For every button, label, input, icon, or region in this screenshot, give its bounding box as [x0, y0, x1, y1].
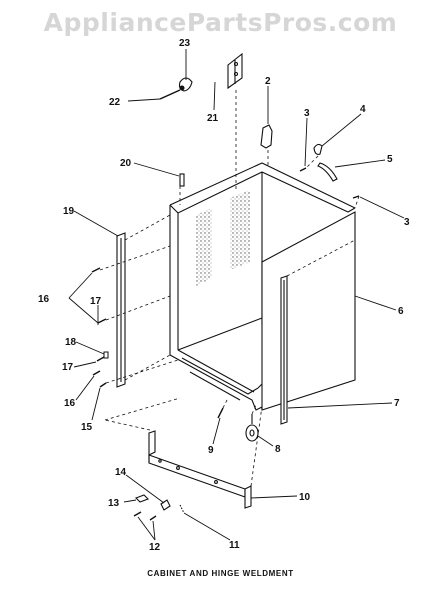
callout-18: 18	[65, 337, 77, 348]
callout-21: 21	[207, 113, 219, 124]
part-19-front-strip	[116, 232, 126, 388]
callout-3b: 3	[404, 217, 410, 228]
part-12-screw-a	[133, 511, 142, 517]
part-2-clip	[260, 124, 273, 149]
callout-22: 22	[109, 97, 121, 108]
part-4-fastener	[313, 143, 323, 155]
leader-lines	[68, 49, 405, 541]
callout-14: 14	[115, 467, 127, 478]
callout-7: 7	[394, 398, 400, 409]
callout-13: 13	[108, 498, 120, 509]
part-7-trim-strip	[280, 275, 288, 425]
callout-6: 6	[398, 306, 404, 317]
callout-2: 2	[265, 76, 271, 87]
cabinet-body	[169, 162, 356, 411]
callout-12: 12	[149, 542, 161, 553]
callout-16b: 16	[64, 398, 76, 409]
callout-4: 4	[360, 104, 366, 115]
hinge-bracket	[227, 52, 243, 90]
part-10-base-bracket	[148, 430, 252, 509]
callout-5: 5	[387, 154, 393, 165]
assembly-lines	[99, 90, 360, 487]
part-11-wire	[179, 504, 185, 514]
callout-8: 8	[275, 444, 281, 455]
callout-11: 11	[229, 540, 240, 551]
part-13-bracket	[135, 494, 149, 503]
part-8-caster	[245, 414, 259, 442]
part-12-screw-b	[149, 515, 157, 521]
callout-17b: 17	[62, 362, 74, 373]
callout-15: 15	[81, 422, 93, 433]
part-3-screw-right	[352, 195, 360, 199]
diagram-caption: CABINET AND HINGE WELDMENT	[147, 569, 294, 578]
part-23-hinge-pin	[159, 77, 193, 100]
part-20-tab	[179, 173, 185, 187]
callout-16a: 16	[38, 294, 50, 305]
part-3-screw-top	[299, 167, 307, 172]
callout-19: 19	[63, 206, 75, 217]
callout-17a: 17	[90, 296, 102, 307]
callout-20: 20	[120, 158, 132, 169]
callout-10: 10	[299, 492, 311, 503]
watermark: AppliancePartsPros.com	[43, 8, 398, 37]
part-9-screw	[217, 407, 224, 419]
part-5-spring	[317, 162, 338, 182]
callout-23: 23	[179, 38, 191, 49]
part-16-17-screws	[91, 267, 109, 388]
callout-3a: 3	[304, 108, 310, 119]
callout-numbers: 2 3 3 4 5 6 7 8 9 10 11 12 13 14 15 16 1…	[38, 38, 410, 553]
callout-9: 9	[208, 445, 214, 456]
